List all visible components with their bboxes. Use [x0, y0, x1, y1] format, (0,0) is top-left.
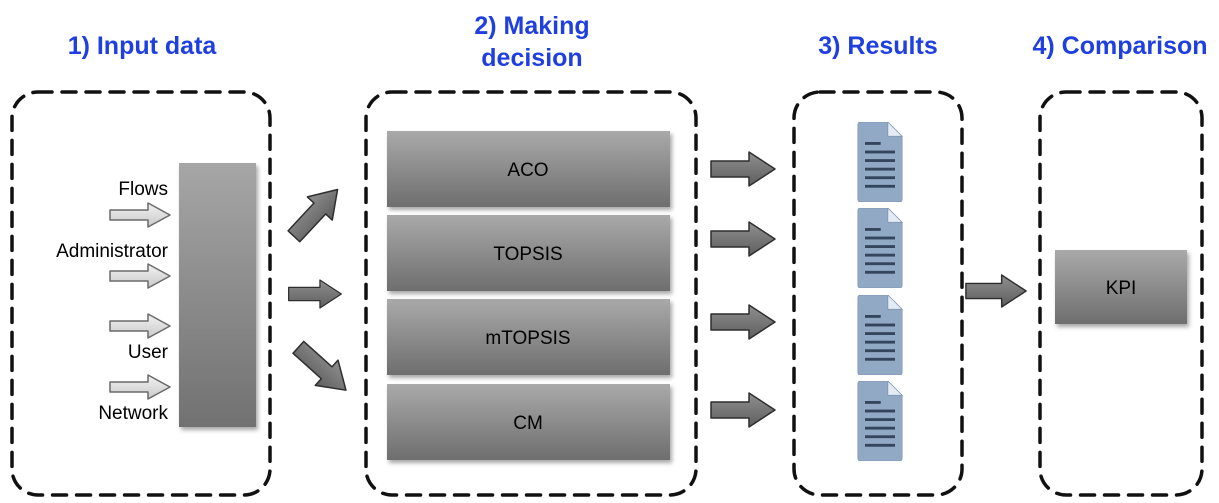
stage-4-container [1038, 90, 1204, 497]
arrow-right-icon [109, 374, 171, 400]
stage-containers [10, 90, 1204, 497]
input-label-administrator: Administrator [56, 241, 169, 262]
arrow-right-icon [965, 274, 1027, 308]
document-icon [857, 122, 903, 202]
input-label-network: Network [98, 403, 168, 424]
document-icon [857, 295, 903, 375]
method-to-result-arrows [710, 151, 776, 428]
arrow-right-icon [710, 304, 776, 340]
stage-2-container [364, 90, 698, 497]
stage-4-title: 4) Comparison [1032, 32, 1207, 60]
stage-titles: 1) Input data 2) Making decision 3) Resu… [68, 12, 1208, 72]
stage-3-container [792, 90, 964, 497]
document-icon [857, 381, 903, 461]
method-box-topsis: TOPSIS [387, 215, 670, 291]
stage-3-title: 3) Results [818, 32, 937, 60]
stage-1-title: 1) Input data [68, 32, 218, 60]
method-box-aco: ACO [387, 131, 670, 207]
method-label-mtopsis: mTOPSIS [485, 328, 570, 349]
kpi-label: KPI [1106, 278, 1137, 299]
stage-2-title-line-2: decision [481, 44, 582, 72]
method-label-aco: ACO [507, 160, 548, 181]
document-icon [857, 208, 903, 288]
input-label-flows: Flows [118, 179, 168, 200]
decision-methods: ACO TOPSIS mTOPSIS CM [387, 131, 670, 460]
arrow-right-icon [710, 221, 776, 257]
method-label-topsis: TOPSIS [493, 244, 562, 265]
arrow-right-icon [280, 176, 352, 250]
arrow-right-icon [109, 263, 171, 289]
arrow-right-icon [109, 202, 171, 228]
input-labels: Flows Administrator User Network [56, 179, 169, 424]
method-label-cm: CM [513, 413, 543, 434]
method-box-mtopsis: mTOPSIS [387, 299, 670, 375]
input-to-decision-arrows [280, 176, 359, 404]
kpi-box: KPI [1055, 250, 1187, 324]
stage-2-title-line-1: 2) Making [474, 12, 589, 40]
input-label-user: User [128, 342, 169, 363]
arrow-right-icon [285, 333, 359, 404]
input-arrows [109, 202, 171, 400]
method-box-cm: CM [387, 384, 670, 460]
arrow-right-icon [710, 151, 776, 187]
arrow-right-icon [710, 392, 776, 428]
result-documents [857, 122, 903, 461]
stage-1-container [10, 90, 272, 497]
arrow-right-icon [109, 313, 171, 339]
input-aggregator-bar [179, 163, 256, 427]
arrow-right-icon [287, 279, 343, 309]
